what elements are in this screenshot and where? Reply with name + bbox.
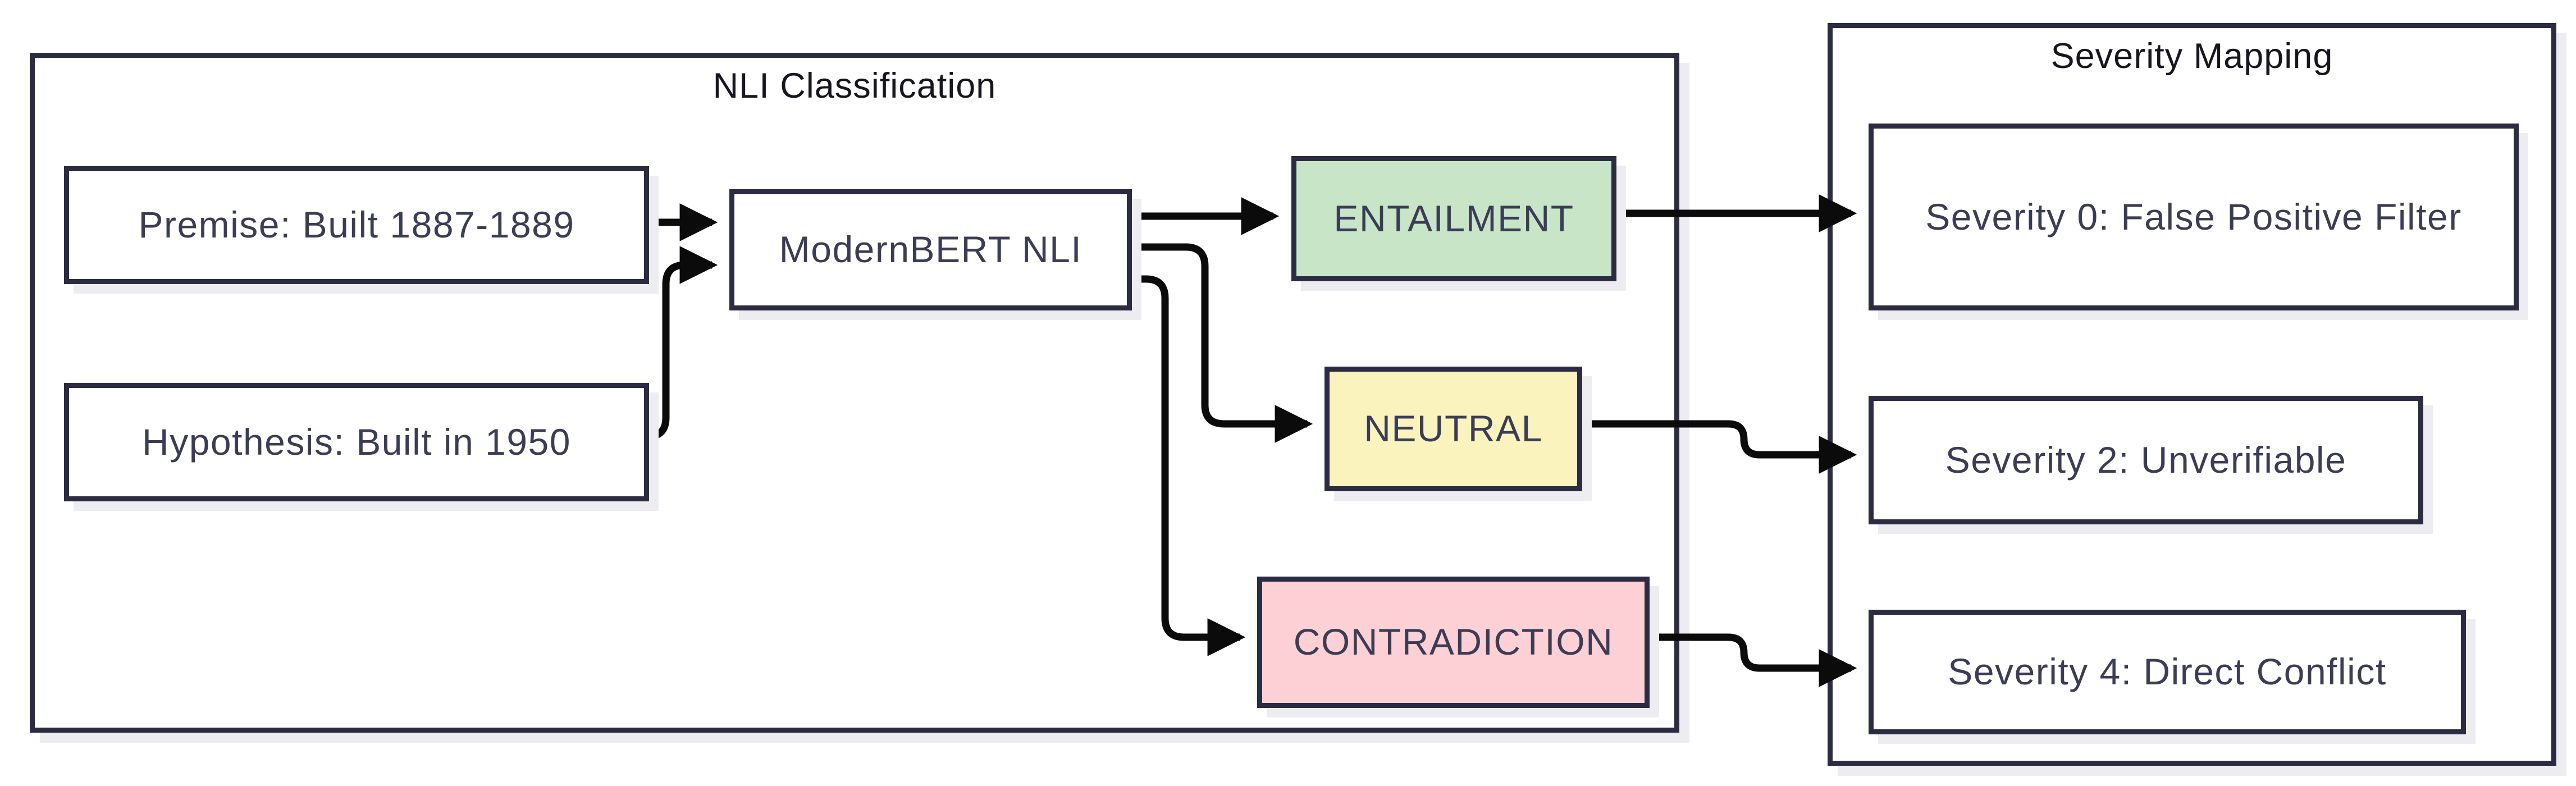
node-premise-label: Premise: Built 1887-1889 <box>138 204 575 246</box>
node-entailment-label: ENTAILMENT <box>1333 197 1574 239</box>
node-contradiction: CONTRADICTION <box>1257 577 1650 708</box>
container-nli-title: NLI Classification <box>712 66 997 106</box>
container-severity-title: Severity Mapping <box>2050 36 2333 76</box>
node-premise: Premise: Built 1887-1889 <box>64 166 649 284</box>
node-severity-2-label: Severity 2: Unverifiable <box>1945 438 2347 481</box>
node-neutral-label: NEUTRAL <box>1364 408 1543 450</box>
node-severity-4-label: Severity 4: Direct Conflict <box>1948 651 2387 693</box>
node-entailment: ENTAILMENT <box>1291 156 1616 281</box>
node-severity-2: Severity 2: Unverifiable <box>1869 396 2423 524</box>
container-nli-classification: NLI Classification Premise: Built 1887-1… <box>30 53 1679 733</box>
node-severity-0: Severity 0: False Positive Filter <box>1869 124 2519 310</box>
node-hypothesis-label: Hypothesis: Built in 1950 <box>142 421 571 463</box>
node-severity-0-label: Severity 0: False Positive Filter <box>1925 195 2462 237</box>
node-modernbert-nli-label: ModernBERT NLI <box>779 229 1083 271</box>
container-severity-mapping: Severity Mapping Severity 0: False Posit… <box>1828 23 2556 766</box>
node-neutral: NEUTRAL <box>1324 367 1582 491</box>
node-hypothesis: Hypothesis: Built in 1950 <box>64 383 649 501</box>
node-modernbert-nli: ModernBERT NLI <box>729 189 1132 310</box>
node-contradiction-label: CONTRADICTION <box>1293 621 1614 663</box>
node-severity-4: Severity 4: Direct Conflict <box>1869 610 2466 734</box>
